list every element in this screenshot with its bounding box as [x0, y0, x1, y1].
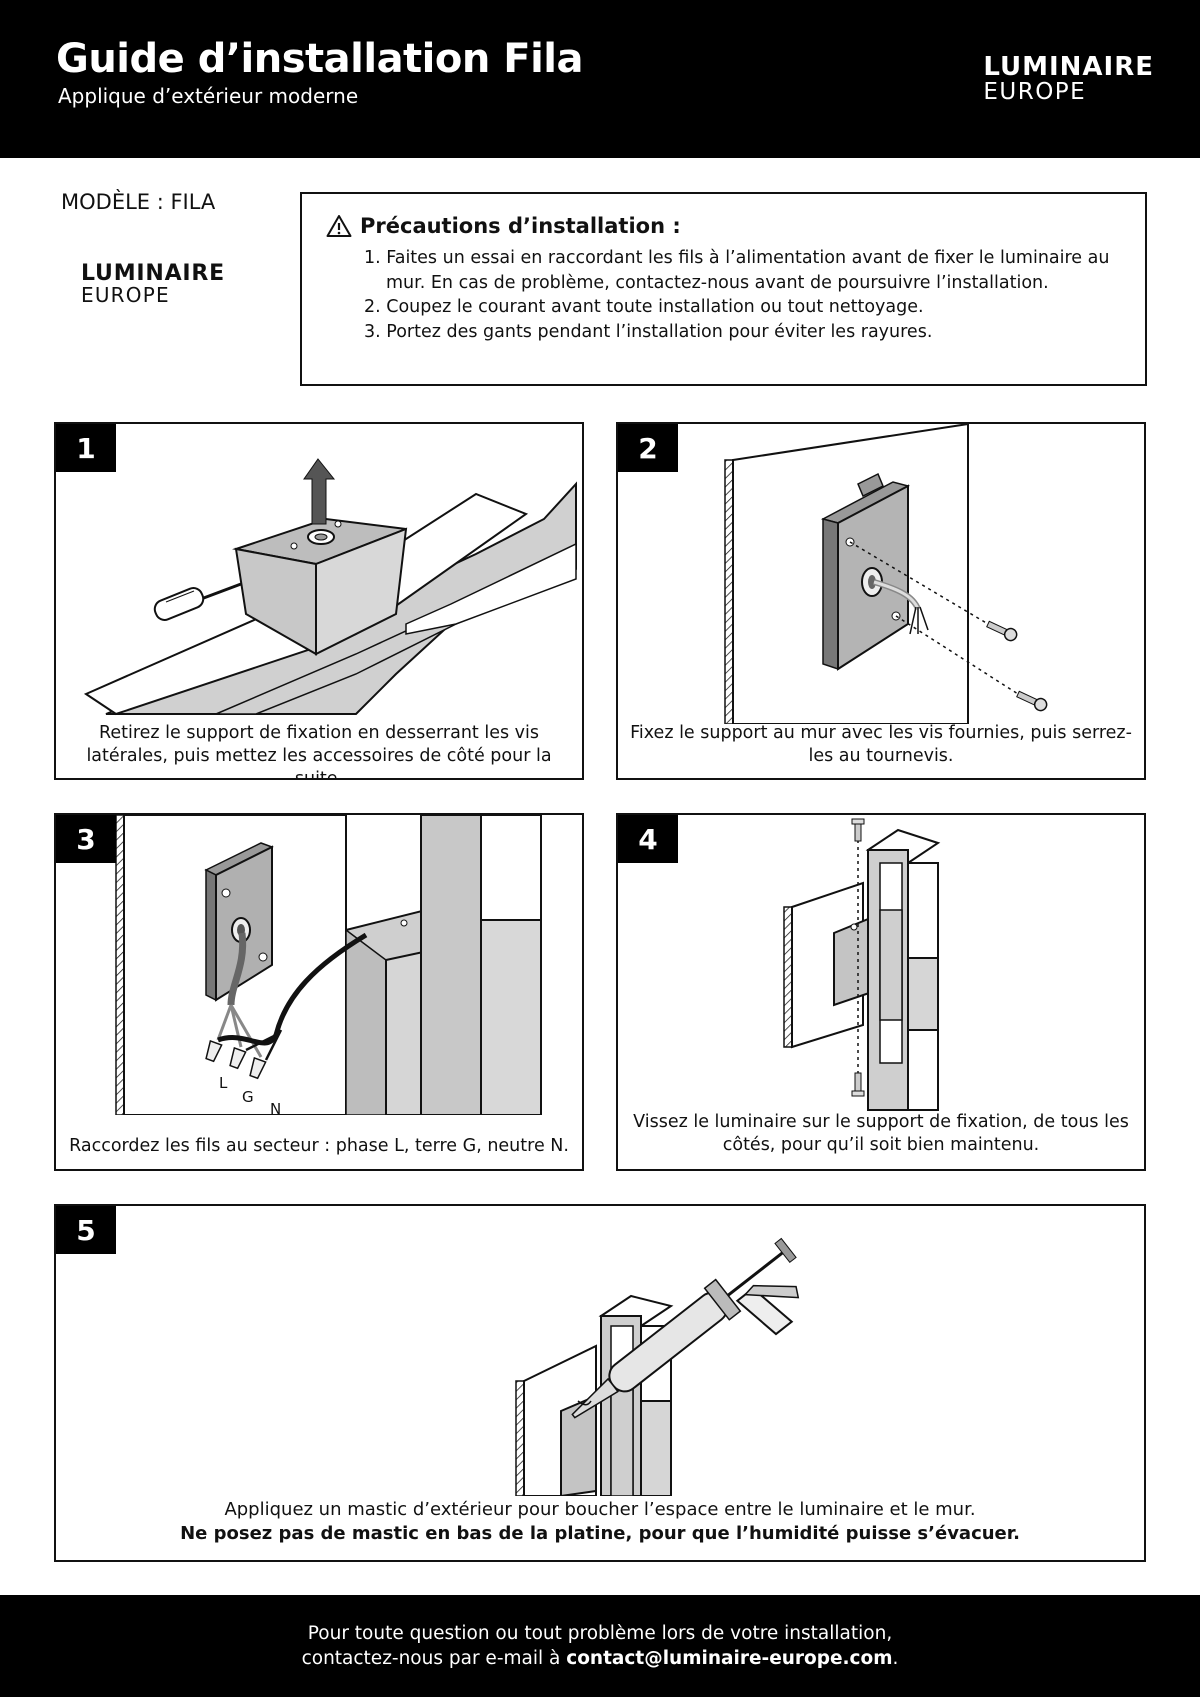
- warning-triangle-icon: [326, 215, 352, 237]
- step-4-number: 4: [618, 815, 678, 863]
- footer-line-2: contactez-nous par e-mail à contact@lumi…: [0, 1646, 1200, 1671]
- precaution-item: 3. Portez des gants pendant l’installati…: [364, 321, 933, 342]
- step-4-caption: Vissez le luminaire sur le support de fi…: [633, 1112, 1129, 1155]
- step-5-illustration: [515, 1237, 800, 1496]
- footer-contact-suffix: .: [892, 1648, 899, 1669]
- model-label: MODÈLE : FILA: [61, 190, 216, 214]
- wire-label-g: G: [242, 1088, 254, 1106]
- contact-email-link[interactable]: contact@luminaire-europe.com: [566, 1648, 893, 1669]
- step-1-illustration: [83, 458, 577, 716]
- step-3-illustration: L G N: [115, 815, 542, 1115]
- brand-line-1: LUMINAIRE: [81, 261, 225, 286]
- step-3-panel: L G N Raccordez les fils au secteur : ph…: [54, 813, 584, 1171]
- step-4-illustration: [783, 818, 941, 1111]
- wire-label-n: N: [270, 1100, 281, 1115]
- step-5-caption-warning: Ne posez pas de mastic en bas de la plat…: [180, 1523, 1020, 1544]
- brand-line-1: LUMINAIRE: [983, 52, 1154, 82]
- precaution-item: 1. Faites un essai en raccordant les fil…: [364, 248, 1110, 293]
- precautions-box: Précautions d’installation : 1. Faites u…: [300, 192, 1147, 386]
- step-1-panel: Retirez le support de fixation en desser…: [54, 422, 584, 780]
- precaution-item: 2. Coupez le courant avant toute install…: [364, 297, 924, 317]
- brand-logo-header: LUMINAIRE EUROPE: [983, 52, 1154, 105]
- precautions-heading: Précautions d’installation :: [326, 214, 681, 238]
- brand-line-2: EUROPE: [81, 283, 170, 307]
- step-4-panel: Vissez le luminaire sur le support de fi…: [616, 813, 1146, 1171]
- step-2-caption: Fixez le support au mur avec les vis fou…: [630, 723, 1132, 766]
- step-2-panel: Fixez le support au mur avec les vis fou…: [616, 422, 1146, 780]
- step-1-caption: Retirez le support de fixation en desser…: [86, 723, 552, 780]
- page-header: Guide d’installation Fila Applique d’ext…: [0, 0, 1200, 158]
- step-3-number: 3: [56, 815, 116, 863]
- step-5-caption-text: Appliquez un mastic d’extérieur pour bou…: [224, 1499, 976, 1520]
- footer-contact-prefix: contactez-nous par e-mail à: [301, 1648, 567, 1669]
- page-subtitle: Applique d’extérieur moderne: [58, 84, 359, 108]
- step-5-panel: Appliquez un mastic d’extérieur pour bou…: [54, 1204, 1146, 1562]
- footer-line-1: Pour toute question ou tout problème lor…: [307, 1623, 893, 1644]
- step-2-illustration: [724, 424, 1048, 724]
- brand-line-2: EUROPE: [983, 79, 1087, 105]
- precautions-title: Précautions d’installation :: [360, 214, 681, 238]
- step-3-caption: Raccordez les fils au secteur : phase L,…: [69, 1136, 569, 1156]
- step-2-number: 2: [618, 424, 678, 472]
- wire-label-l: L: [219, 1074, 228, 1092]
- page-footer: Pour toute question ou tout problème lor…: [0, 1595, 1200, 1697]
- step-1-number: 1: [56, 424, 116, 472]
- brand-logo-side: LUMINAIRE EUROPE: [81, 261, 225, 307]
- page-title: Guide d’installation Fila: [56, 36, 584, 82]
- precautions-list: 1. Faites un essai en raccordant les fil…: [364, 246, 1124, 344]
- step-5-caption: Appliquez un mastic d’extérieur pour bou…: [66, 1498, 1134, 1546]
- step-5-number: 5: [56, 1206, 116, 1254]
